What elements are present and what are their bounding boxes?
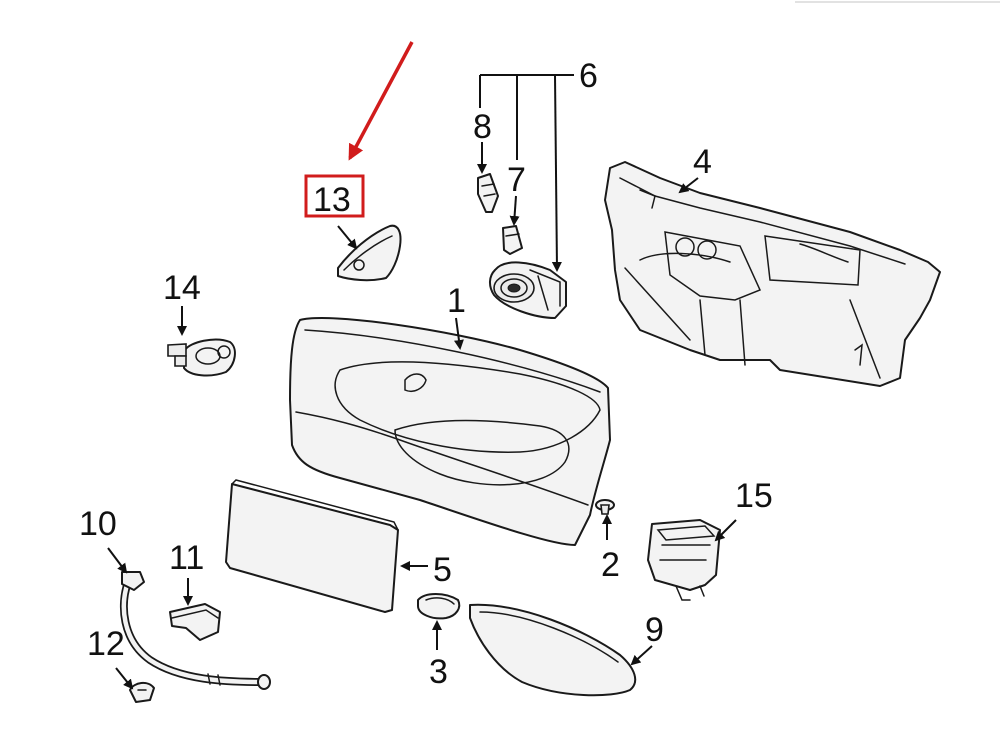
callout-3: 3 bbox=[429, 653, 448, 691]
leader-lines bbox=[107, 74, 737, 690]
part-14-switch bbox=[167, 338, 236, 377]
part-8-bulb bbox=[477, 173, 499, 213]
callout-7: 7 bbox=[507, 161, 526, 199]
callout-15: 15 bbox=[735, 477, 773, 515]
callout-12: 12 bbox=[87, 625, 125, 663]
callout-9: 9 bbox=[645, 611, 664, 649]
part-10-rod bbox=[119, 571, 271, 690]
part-5-armrest-pad bbox=[225, 479, 399, 613]
part-2-push-pin bbox=[595, 499, 615, 515]
callout-8: 8 bbox=[473, 108, 492, 146]
part-13-mirror-cover bbox=[337, 224, 402, 282]
callout-4: 4 bbox=[693, 143, 712, 181]
callout-14: 14 bbox=[163, 269, 201, 307]
callout-10: 10 bbox=[79, 505, 117, 543]
callout-1: 1 bbox=[447, 282, 466, 320]
callout-labels: 1 2 3 4 5 6 7 8 9 10 11 12 13 14 15 bbox=[79, 57, 773, 691]
part-9-reflector bbox=[469, 603, 637, 697]
part-3-plug bbox=[417, 593, 461, 620]
highlight-box bbox=[304, 174, 365, 218]
part-15-window-switch bbox=[647, 519, 721, 601]
callout-11: 11 bbox=[169, 539, 204, 577]
callout-6: 6 bbox=[579, 57, 598, 95]
part-6-speaker bbox=[489, 261, 567, 319]
part-12-small-clip bbox=[129, 682, 155, 703]
part-4-inner-panel bbox=[604, 161, 941, 387]
highlight-arrow bbox=[348, 41, 414, 161]
callout-2: 2 bbox=[601, 546, 620, 584]
callout-5: 5 bbox=[433, 551, 452, 589]
callout-13: 13 bbox=[313, 181, 351, 219]
part-7-socket bbox=[502, 225, 523, 255]
part-1-trim-panel bbox=[289, 317, 611, 546]
part-11-clip bbox=[169, 603, 221, 641]
